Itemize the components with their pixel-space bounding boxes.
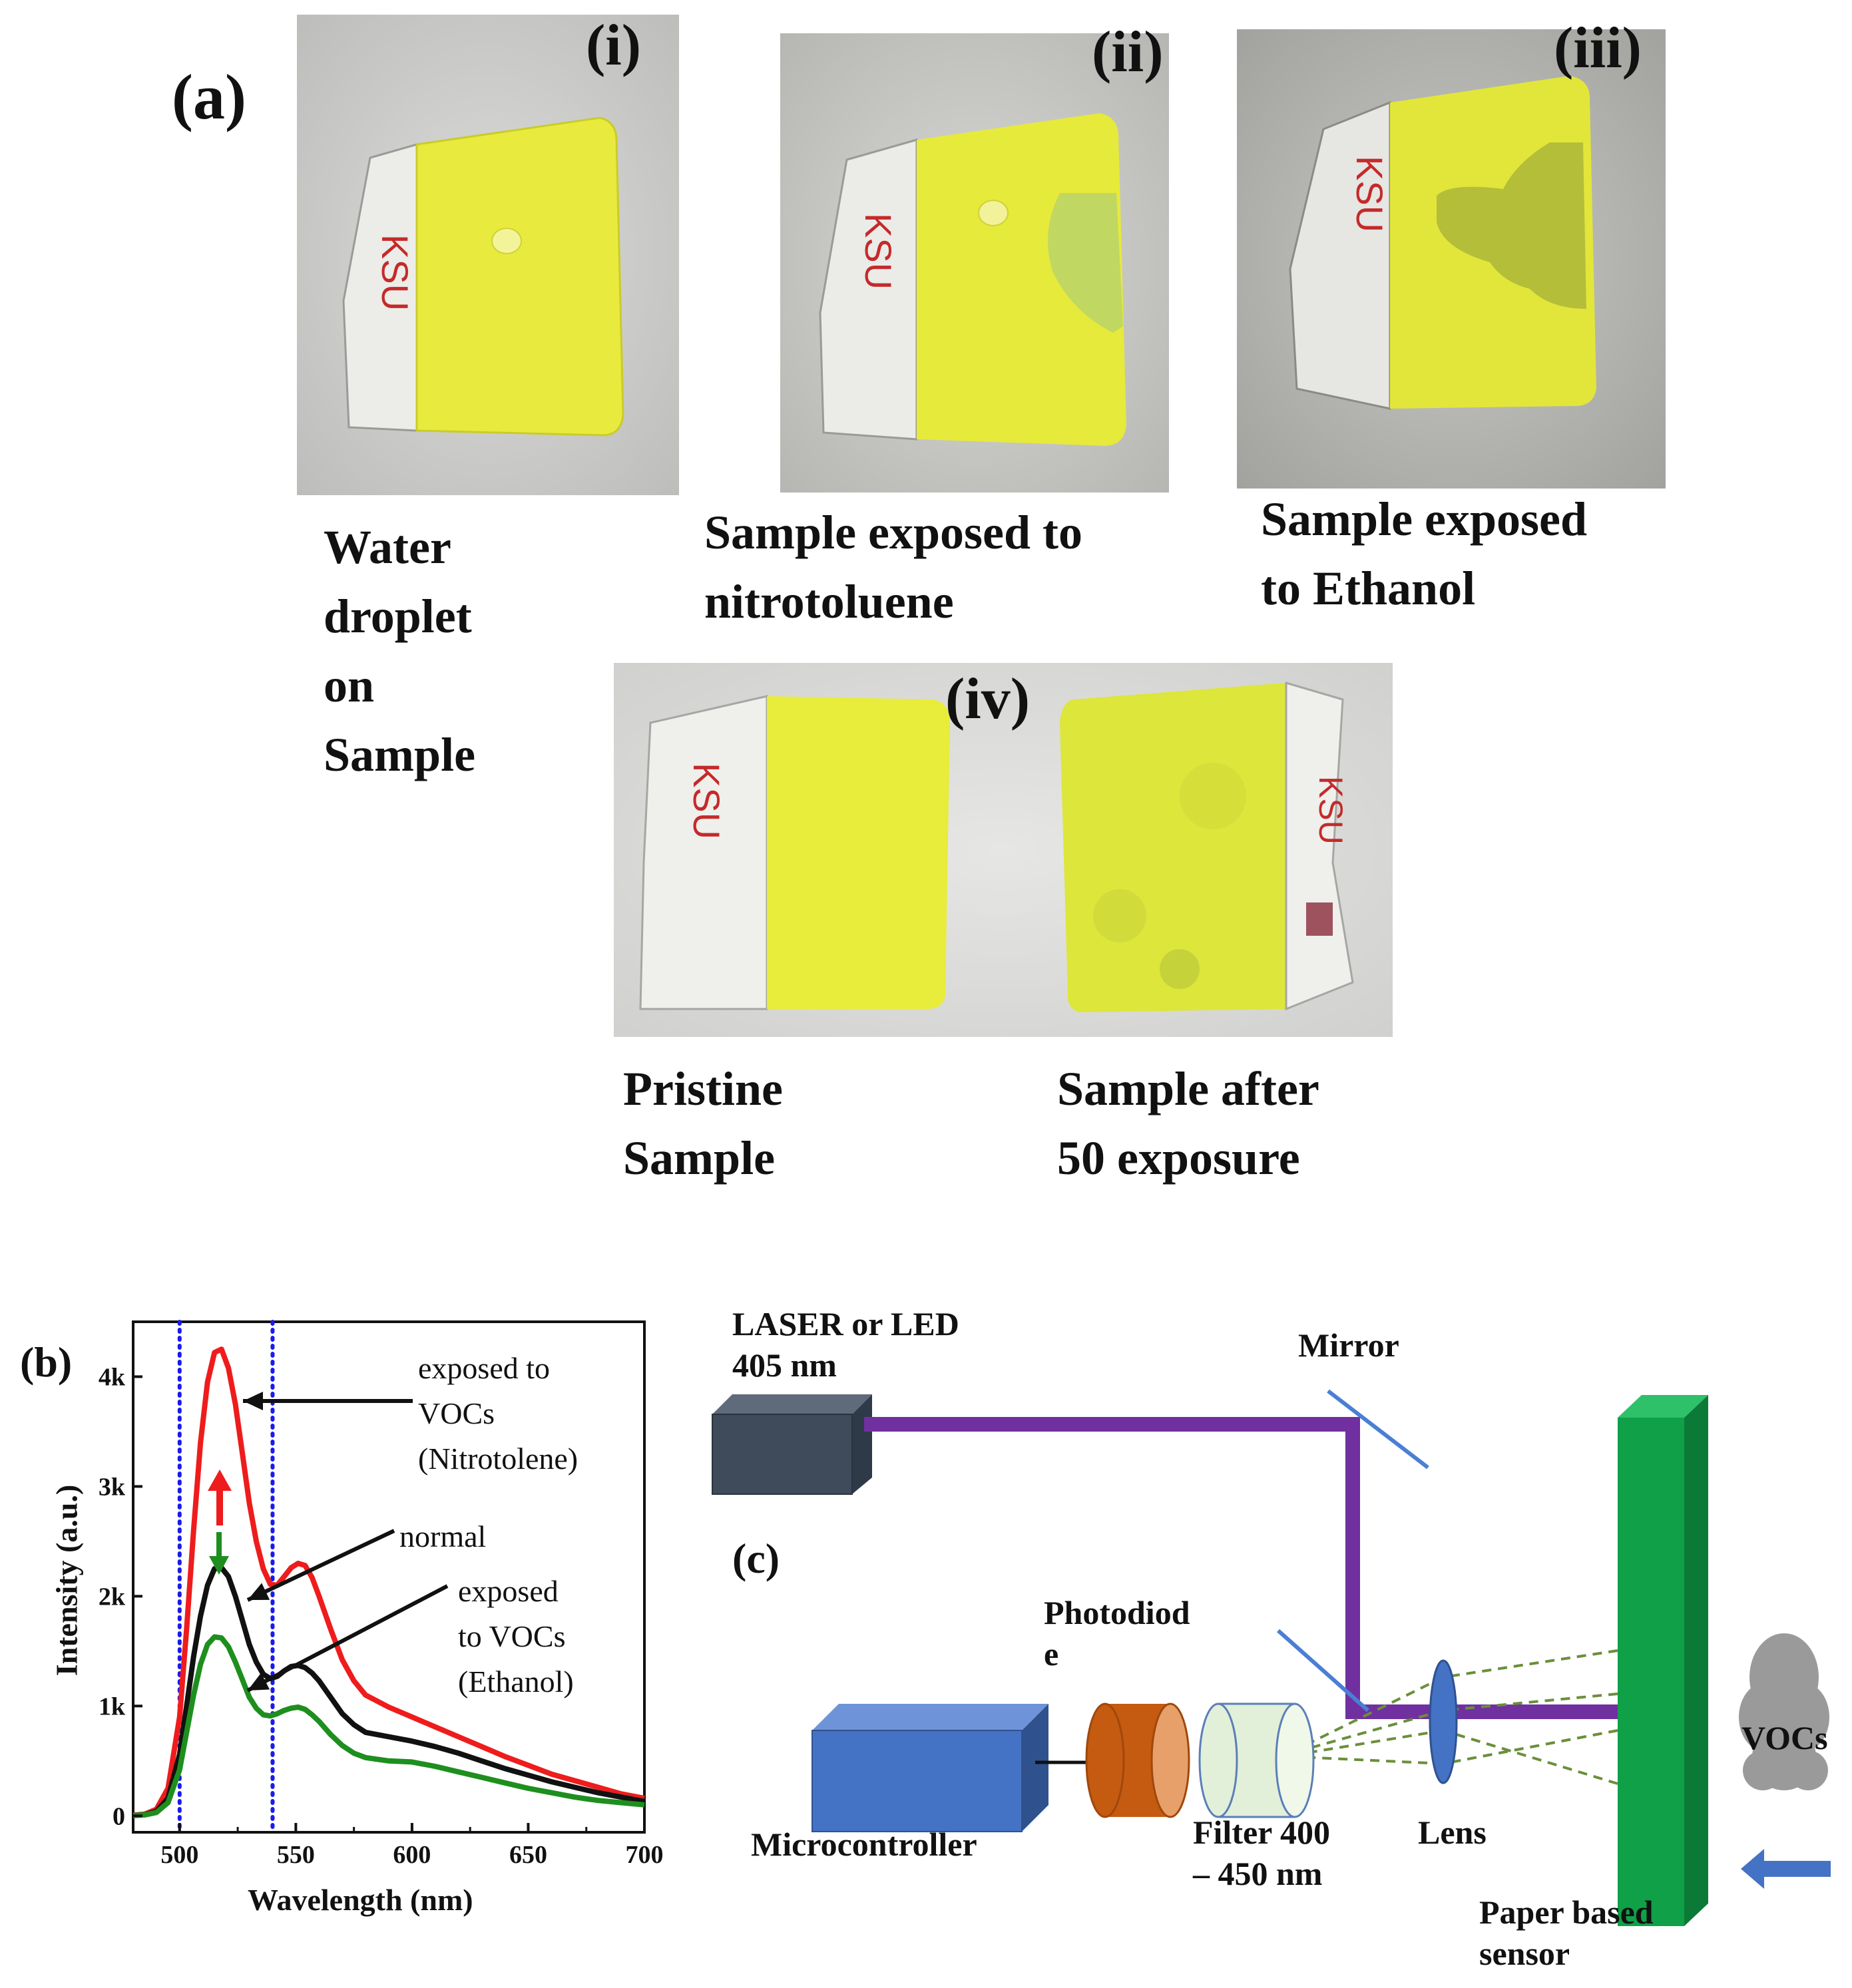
laser-beam [864,1417,1618,1719]
lens-label: Lens [1418,1814,1487,1851]
setup-schematic [692,1304,1852,1985]
series-line [132,1634,645,1818]
panel-a-label: (a) [172,61,246,132]
photo-ii-tag: (ii) [1092,20,1164,85]
microcontroller-label: Microcontroller [751,1826,977,1863]
vocs-label: VOCs [1741,1719,1828,1756]
sample-marking: KSU [686,763,728,839]
y-tick-label: 1k [99,1692,126,1720]
x-tick-label: 600 [393,1841,431,1869]
sample-marking: KSU [1349,156,1391,232]
arrow-nitrotoluene-head [243,1392,263,1410]
photo-water-droplet: KSU [297,15,679,495]
y-tick-label: 3k [99,1473,126,1501]
lens [1429,1659,1458,1784]
laser-label: LASER or LED 405 nm [732,1305,959,1384]
caption-after-exposure: Sample after 50 exposure [1057,1062,1319,1185]
x-axis-title: Wavelength (nm) [248,1883,473,1917]
caption-pristine: Pristine Sample [623,1062,783,1185]
y-tick-label: 4k [99,1363,126,1391]
sample-marking: KSU [374,234,416,311]
photo-ethanol: KSU [1237,29,1666,489]
annotation-ethanol: exposed to VOCs (Ethanol) [458,1574,574,1698]
vocs-arrow-icon [1741,1849,1831,1889]
x-tick-label: 550 [277,1841,315,1869]
increase-arrow [216,1487,223,1525]
paper-sensor [1618,1395,1708,1926]
plot-frame [132,1320,646,1834]
photodiode-label: Photodiod e [1044,1594,1190,1673]
sample-marking: KSU [1312,776,1349,845]
photo-iii-tag: (iii) [1554,16,1642,81]
series-line [132,1346,645,1818]
microcontroller [811,1704,1048,1832]
caption-nitrotoluene: Sample exposed to nitrotoluene [704,506,1083,628]
arrow-ethanol-head [248,1673,270,1690]
photo-nitrotoluene: KSU [780,33,1169,493]
photo-iv-tag: (iv) [945,667,1031,731]
y-tick-label: 0 [113,1802,125,1830]
annotation-nitrotoluene: exposed to VOCs (Nitrotolene) [418,1351,579,1476]
arrow-normal [246,1529,395,1602]
arrow-normal-head [248,1583,270,1600]
x-tick-label: 650 [509,1841,547,1869]
laser-source [712,1394,872,1495]
mirror-top [1327,1389,1429,1470]
increase-arrow-head [208,1470,232,1491]
panel-b-label: (b) [20,1338,73,1386]
photodiode [1085,1702,1190,1818]
mirror-bottom [1277,1629,1369,1712]
photo-pristine-vs-exposed: KSU KSU [614,663,1393,1037]
x-tick-label: 700 [626,1841,664,1869]
decrease-arrow-head [209,1556,229,1575]
arrow-ethanol [246,1584,449,1692]
y-axis-title: Intensity (a.u.) [49,1484,84,1677]
optical-filter [1198,1702,1315,1818]
caption-ethanol: Sample exposed to Ethanol [1261,493,1588,615]
filter-label: Filter 400 – 450 nm [1193,1814,1330,1892]
panel-c-label: (c) [732,1535,780,1582]
vocs-cloud-icon [1739,1633,1829,1790]
sample-marking: KSU [857,213,899,290]
y-tick-label: 2k [99,1583,126,1611]
spectrum-chart: 500 550 600 650 700 0 1k 2k 3k 4k [99,1320,664,1869]
annotation-normal: normal [399,1519,487,1553]
decrease-arrow [216,1532,222,1559]
mirror-label: Mirror [1298,1326,1399,1364]
photo-i-tag: (i) [586,13,642,78]
sensor-label: Paper based sensor [1479,1893,1654,1972]
caption-water-droplet: Water droplet on Sample [324,520,476,781]
chart-container: 500 550 600 650 700 0 1k 2k 3k 4k [0,1304,666,1903]
x-tick-label: 500 [160,1841,198,1869]
